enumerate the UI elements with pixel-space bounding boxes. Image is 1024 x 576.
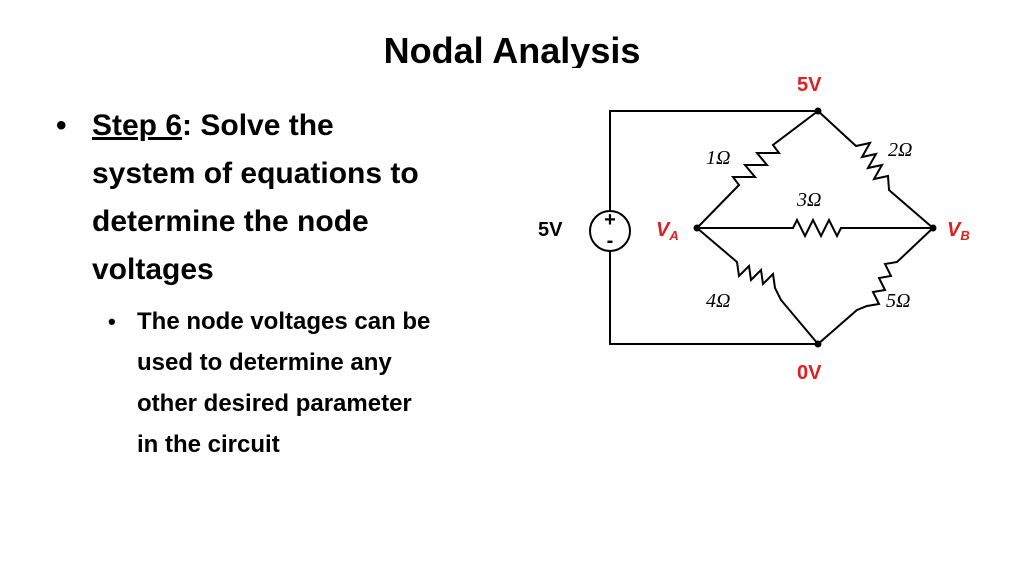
resistor-4 — [696, 227, 819, 345]
va-sub: A — [668, 228, 678, 243]
source-wire-bottom — [609, 251, 818, 345]
node-top — [814, 107, 822, 115]
sub-bullet-text: The node voltages can be used to determi… — [137, 308, 431, 458]
va-label: VA — [656, 219, 679, 243]
resistor-2 — [817, 110, 934, 229]
r5-label: 5Ω — [886, 290, 910, 312]
sub-bullet: • The node voltages can be used to deter… — [108, 301, 432, 465]
node-bottom — [814, 340, 822, 348]
step-label: Step 6 — [92, 109, 183, 142]
r2-label: 2Ω — [888, 139, 912, 161]
r1-label: 1Ω — [706, 147, 730, 169]
node-va — [693, 224, 701, 232]
r4-label: 4Ω — [706, 290, 730, 312]
slide-title: Nodal Analysis — [383, 30, 641, 68]
resistor-1 — [696, 110, 819, 229]
bottom-node-label: 0V — [797, 362, 822, 384]
step-description: : Solve the system of equations to deter… — [92, 109, 419, 286]
source-label: 5V — [538, 219, 563, 241]
resistor-5 — [817, 227, 934, 345]
node-vb — [929, 224, 937, 232]
vb-main: V — [947, 219, 962, 241]
sub-bullet-dot: • — [108, 309, 116, 334]
source-plus: + — [604, 209, 616, 231]
va-main: V — [656, 219, 671, 241]
resistor-3 — [697, 217, 933, 239]
vb-label: VB — [947, 219, 970, 243]
vb-sub: B — [960, 228, 969, 243]
bullet-step-6-text: Step 6: Solve the system of equations to… — [92, 102, 438, 294]
source-wire-top — [609, 110, 818, 211]
bullet-step-6: • Step 6: Solve the system of equations … — [56, 102, 438, 294]
top-node-label: 5V — [797, 74, 822, 96]
voltage-source — [589, 210, 631, 252]
bullet-dot: • — [56, 109, 67, 142]
r3-label: 3Ω — [796, 189, 821, 211]
source-minus: - — [607, 230, 614, 252]
